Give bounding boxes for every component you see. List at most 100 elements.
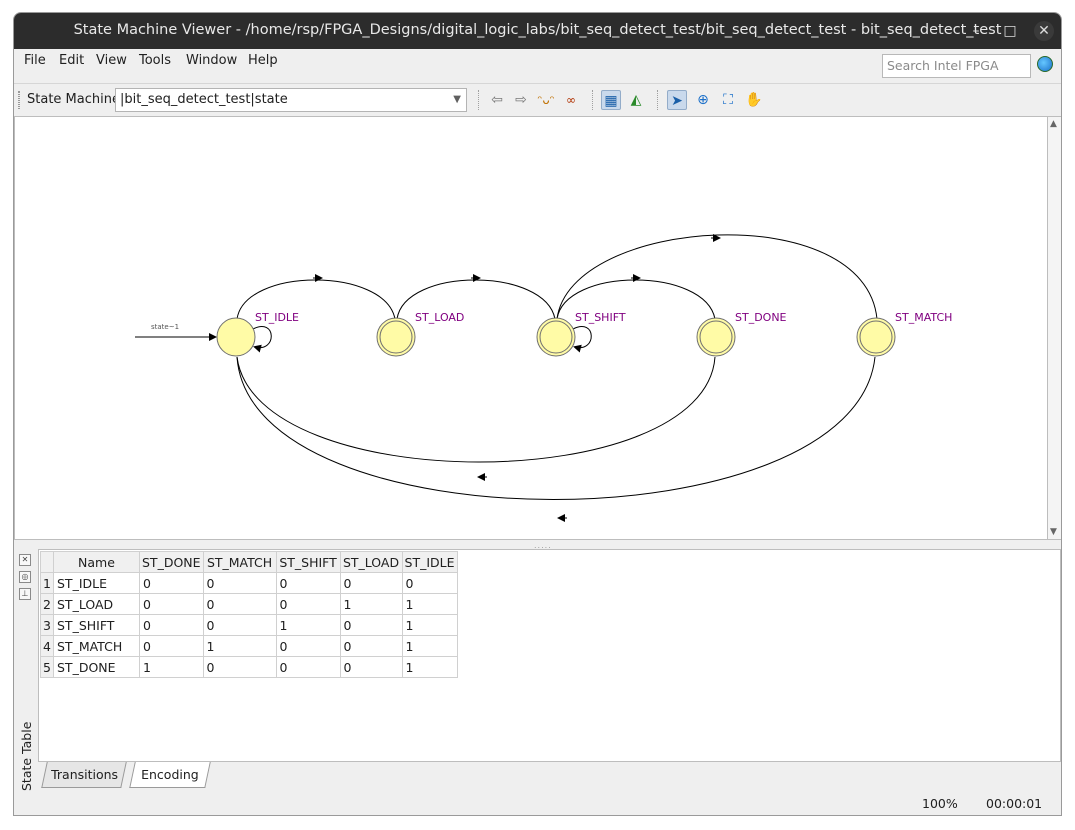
table-cell: 0: [275, 656, 341, 678]
state-label: ST_SHIFT: [575, 311, 626, 324]
toolbar: State Machine: |bit_seq_detect_test|stat…: [14, 83, 1061, 115]
close-button[interactable]: ✕: [1034, 21, 1054, 41]
table-row[interactable]: 5 ST_DONE 1 0 0 0 1: [40, 656, 458, 678]
state-machine-value: |bit_seq_detect_test|state: [120, 92, 288, 107]
table-row[interactable]: 4 ST_MATCH 0 1 0 0 1: [40, 635, 458, 657]
table-cell: ST_SHIFT: [53, 614, 140, 636]
toolbar-separator: [592, 90, 593, 110]
menu-edit[interactable]: Edit: [59, 53, 85, 68]
row-number: 1: [40, 572, 54, 594]
self-loop-idle[interactable]: [252, 326, 272, 353]
state-done[interactable]: ST_DONE: [696, 311, 787, 357]
reset-label: state~1: [151, 323, 179, 331]
toolbar-grip[interactable]: [18, 91, 20, 109]
zoom-icon[interactable]: ⊕: [697, 92, 709, 108]
self-loop-shift[interactable]: [572, 326, 592, 353]
table-cell: 0: [339, 572, 403, 594]
scroll-up-icon[interactable]: ▲: [1050, 119, 1057, 129]
table-cell: 1: [339, 593, 403, 615]
tab-label: Transitions: [50, 767, 118, 782]
table-cell: 0: [139, 593, 204, 615]
vertical-scrollbar[interactable]: ▲ ▼: [1048, 116, 1061, 540]
transition-shift-match[interactable]: [556, 234, 878, 320]
panel-splitter[interactable]: .....: [14, 540, 1061, 550]
table-cell: 0: [401, 572, 458, 594]
state-match[interactable]: ST_MATCH: [856, 311, 952, 357]
tab-transitions[interactable]: Transitions: [41, 762, 127, 788]
table-cell: 0: [339, 656, 403, 678]
state-diagram-canvas[interactable]: state~1 ST_IDLE: [14, 116, 1048, 540]
state-label: ST_DONE: [735, 311, 787, 324]
chevron-down-icon: ▼: [453, 94, 461, 105]
menu-view[interactable]: View: [96, 53, 127, 68]
encoding-table-panel: Name ST_DONE ST_MATCH ST_SHIFT ST_LOAD S…: [38, 549, 1061, 762]
table-row[interactable]: 2 ST_LOAD 0 0 0 1 1: [40, 593, 458, 615]
scroll-down-icon[interactable]: ▼: [1050, 527, 1057, 537]
table-cell: 1: [401, 593, 458, 615]
tab-encoding[interactable]: Encoding: [129, 762, 211, 788]
fit-zoom-icon[interactable]: ⛶: [723, 92, 733, 108]
menu-tools[interactable]: Tools: [139, 53, 172, 68]
table-cell: 0: [275, 635, 341, 657]
side-tab-label: State Table: [19, 721, 34, 791]
tab-label: Encoding: [141, 767, 199, 782]
maximize-button[interactable]: □: [1003, 23, 1017, 39]
table-cell: 0: [202, 614, 277, 636]
highlight-icon[interactable]: ◭: [630, 92, 642, 108]
search-input[interactable]: Search Intel FPGA: [882, 54, 1031, 78]
elapsed-time: 00:00:01: [986, 796, 1043, 811]
toolbar-separator: [657, 90, 658, 110]
table-cell: 0: [339, 635, 403, 657]
table-cell: ST_IDLE: [53, 572, 140, 594]
state-load[interactable]: ST_LOAD: [376, 311, 464, 357]
table-cell: 0: [139, 614, 204, 636]
fanout-icon[interactable]: ᵔᴗᵔ: [537, 93, 555, 107]
state-label: ST_IDLE: [255, 311, 299, 324]
fanin-icon[interactable]: ∞: [566, 93, 576, 107]
close-panel-icon[interactable]: ✕: [19, 554, 31, 566]
back-arrow-icon[interactable]: ⇦: [491, 92, 503, 108]
menu-help[interactable]: Help: [248, 53, 278, 68]
forward-arrow-icon[interactable]: ⇨: [515, 92, 527, 108]
state-table-side-tab[interactable]: State Table: [17, 718, 35, 793]
table-cell: ST_DONE: [53, 656, 140, 678]
encoding-table: Name ST_DONE ST_MATCH ST_SHIFT ST_LOAD S…: [40, 551, 458, 678]
state-machine-label: State Machine:: [27, 92, 125, 107]
float-panel-icon[interactable]: ◎: [19, 571, 31, 583]
table-cell: 0: [202, 656, 277, 678]
pointer-icon[interactable]: ➤: [667, 90, 687, 110]
transition-done-idle[interactable]: [236, 356, 716, 463]
column-header[interactable]: Name: [53, 551, 140, 573]
menu-file[interactable]: File: [24, 53, 46, 68]
menu-bar: File Edit View Tools Window Help Search …: [14, 49, 1061, 78]
row-number-header: [40, 551, 54, 573]
globe-icon[interactable]: [1037, 56, 1053, 72]
column-header[interactable]: ST_SHIFT: [275, 551, 341, 573]
transition-match-idle[interactable]: [236, 356, 876, 500]
table-view-icon[interactable]: ▦: [601, 90, 621, 110]
panel-controls: ✕ ◎ ⊥: [19, 554, 33, 605]
app-window: State Machine Viewer - /home/rsp/FPGA_De…: [13, 12, 1062, 816]
table-cell: 0: [139, 572, 204, 594]
state-machine-select[interactable]: |bit_seq_detect_test|state ▼: [115, 88, 467, 112]
row-number: 4: [40, 635, 54, 657]
zoom-level: 100%: [922, 796, 958, 811]
pin-icon[interactable]: ⊥: [19, 588, 31, 600]
column-header[interactable]: ST_LOAD: [339, 551, 403, 573]
pan-hand-icon[interactable]: ✋: [745, 92, 763, 108]
state-shift[interactable]: ST_SHIFT: [536, 311, 626, 357]
column-header[interactable]: ST_DONE: [139, 551, 204, 573]
table-row[interactable]: 3 ST_SHIFT 0 0 1 0 1: [40, 614, 458, 636]
table-cell: 0: [202, 593, 277, 615]
table-row[interactable]: 1 ST_IDLE 0 0 0 0 0: [40, 572, 458, 594]
table-cell: 1: [275, 614, 341, 636]
minimize-button[interactable]: –: [972, 23, 980, 39]
title-bar: State Machine Viewer - /home/rsp/FPGA_De…: [14, 13, 1061, 49]
column-header[interactable]: ST_IDLE: [401, 551, 458, 573]
menu-window[interactable]: Window: [186, 53, 238, 68]
column-header[interactable]: ST_MATCH: [202, 551, 277, 573]
row-number: 5: [40, 656, 54, 678]
table-cell: 0: [339, 614, 403, 636]
state-idle[interactable]: ST_IDLE: [216, 311, 299, 357]
table-cell: ST_MATCH: [53, 635, 140, 657]
